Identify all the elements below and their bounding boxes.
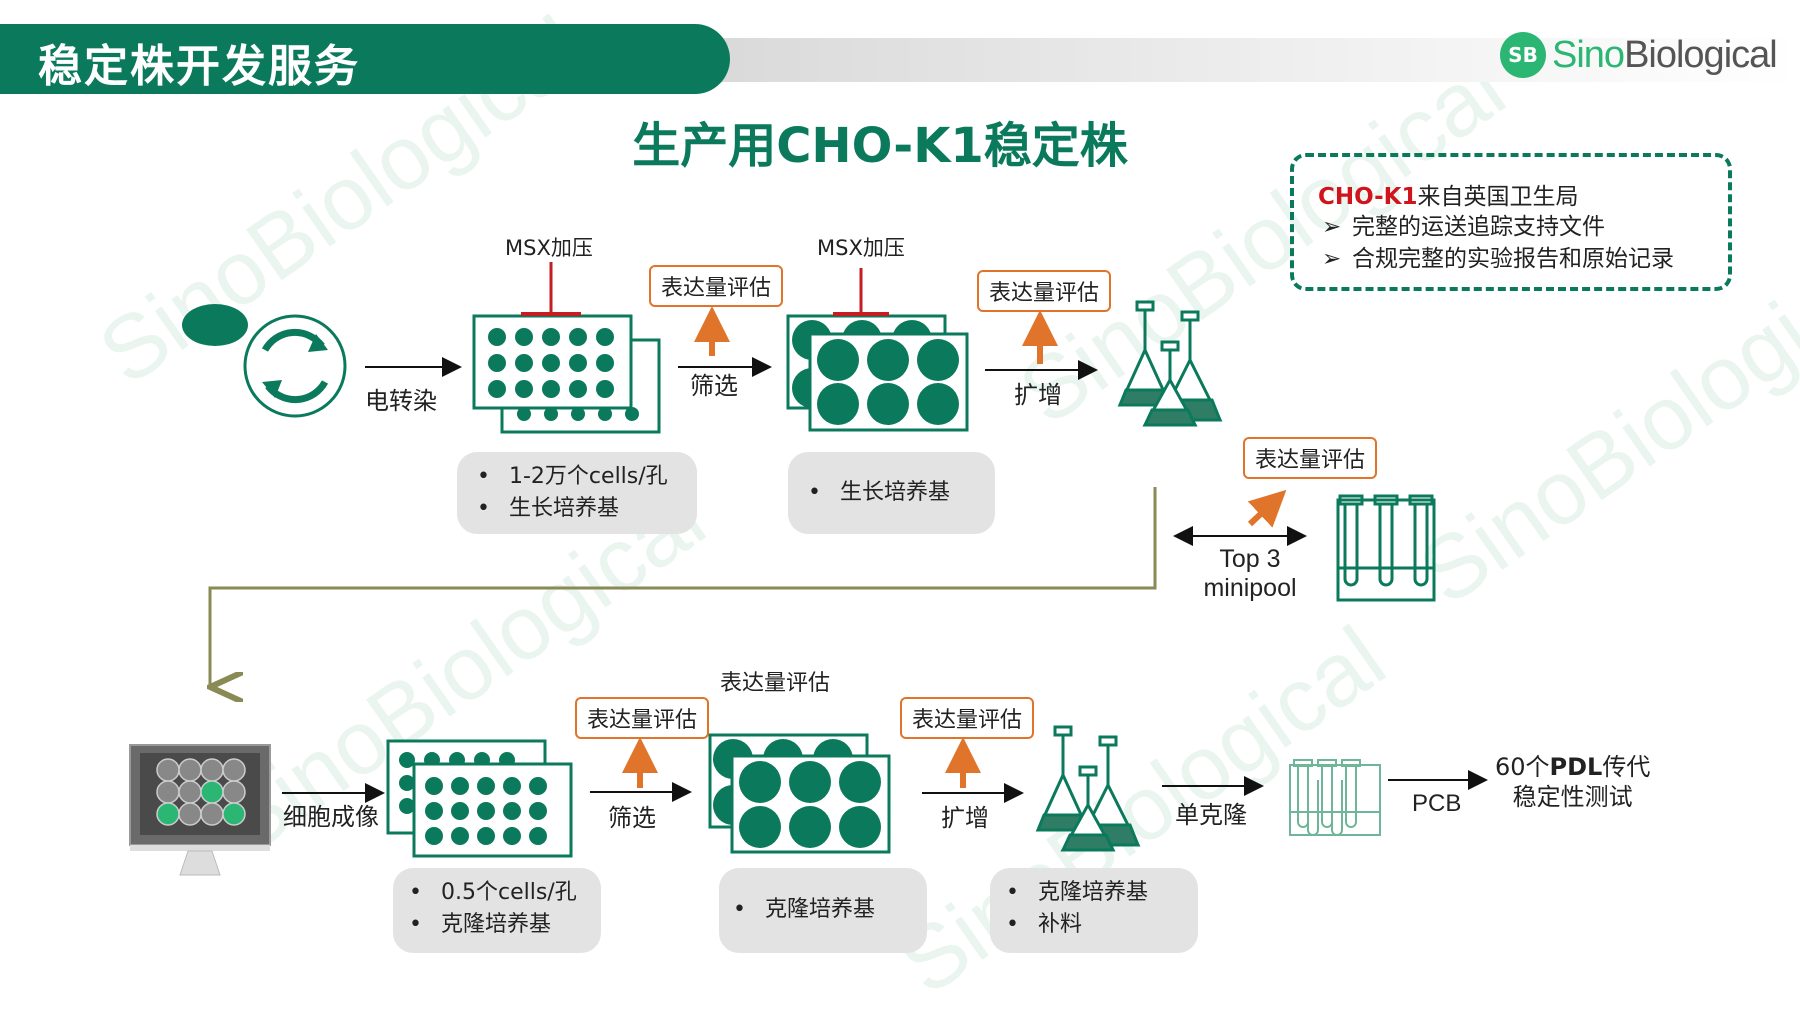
- note-box: CHO-K1来自英国卫生局 ➢完整的运送追踪支持文件 ➢合规完整的实验报告和原始…: [1290, 153, 1732, 291]
- cell-icon: [182, 304, 248, 346]
- logo: SB SinoBiological: [1500, 32, 1778, 78]
- condition-item: 1-2万个cells/孔: [477, 461, 697, 493]
- condition-item: 克隆培养基: [409, 909, 601, 941]
- step-label-transfect: 电转染: [365, 387, 437, 415]
- step-label-screen: 筛选: [690, 372, 738, 400]
- flasks-icon: [1035, 725, 1141, 852]
- final-step-label: 60个PDL传代 稳定性测试: [1495, 753, 1651, 811]
- note-line-1: CHO-K1来自英国卫生局: [1318, 177, 1578, 211]
- expression-eval-label: 表达量评估: [649, 265, 784, 307]
- page-title: 生产用CHO-K1稳定株: [632, 118, 1128, 174]
- msx-label: MSX加压: [817, 236, 905, 260]
- condition-item: 克隆培养基: [733, 894, 927, 926]
- step-label-imaging: 细胞成像: [283, 803, 379, 831]
- expression-eval-label: 表达量评估: [900, 697, 1035, 739]
- monitor-icon: [129, 744, 271, 876]
- flasks-icon: [1117, 300, 1223, 427]
- step-label-pcb: PCB: [1412, 790, 1462, 817]
- well-plate-6-icon: [786, 314, 969, 432]
- step-label-single-clone: 单克隆: [1175, 801, 1247, 829]
- flow-connector: [210, 487, 1157, 687]
- well-plate-6-icon: [708, 733, 891, 854]
- expression-eval-label: 表达量评估: [575, 697, 710, 739]
- well-plate-96-icon: [386, 739, 573, 858]
- condition-box: 克隆培养基 补料: [990, 868, 1198, 953]
- header-background: [700, 38, 1800, 82]
- header-title: 稳定株开发服务: [38, 41, 360, 92]
- test-tubes-icon: [1336, 494, 1436, 602]
- logo-mark-icon: SB: [1500, 32, 1546, 78]
- expression-eval-label: 表达量评估: [977, 270, 1112, 312]
- expression-eval-top-label: 表达量评估: [720, 671, 831, 696]
- note-highlight: CHO-K1: [1318, 184, 1418, 210]
- condition-item: 补料: [1006, 909, 1198, 941]
- logo-brand-sino: Sino: [1552, 33, 1625, 76]
- test-tubes-rack-icon: [1289, 759, 1381, 836]
- bullet-arrow-icon: ➢: [1322, 214, 1342, 240]
- note-bullet: ➢合规完整的实验报告和原始记录: [1322, 246, 1674, 272]
- condition-box: 1-2万个cells/孔 生长培养基: [457, 452, 697, 534]
- step-label-screen: 筛选: [608, 804, 656, 832]
- well-plate-96-icon: [472, 314, 661, 434]
- logo-brand-biological: Biological: [1624, 33, 1778, 76]
- cycle-icon: [243, 314, 347, 418]
- condition-item: 生长培养基: [477, 493, 697, 525]
- condition-box: 生长培养基: [788, 452, 995, 534]
- condition-item: 克隆培养基: [1006, 877, 1198, 909]
- condition-item: 0.5个cells/孔: [409, 877, 601, 909]
- msx-label: MSX加压: [505, 236, 593, 260]
- minipool-label: Top 3 minipool: [1203, 545, 1297, 602]
- condition-box: 0.5个cells/孔 克隆培养基: [393, 868, 601, 953]
- bullet-arrow-icon: ➢: [1322, 246, 1342, 272]
- condition-box: 克隆培养基: [719, 868, 927, 953]
- expression-eval-label: 表达量评估: [1243, 437, 1378, 479]
- condition-item: 生长培养基: [808, 477, 995, 509]
- note-line-1-text: 来自英国卫生局: [1417, 184, 1579, 210]
- header-band: [0, 24, 730, 94]
- step-label-expand: 扩增: [1014, 381, 1062, 409]
- eval-arrow: [1247, 489, 1287, 528]
- step-label-expand: 扩增: [941, 804, 989, 832]
- note-bullet: ➢完整的运送追踪支持文件: [1322, 214, 1605, 240]
